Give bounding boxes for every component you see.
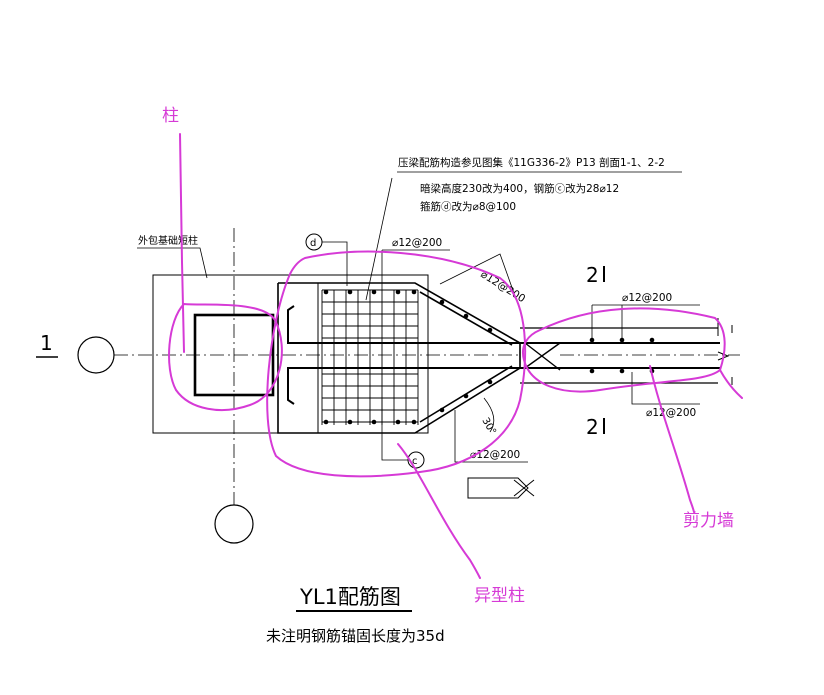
annotation-strokes <box>168 133 743 579</box>
leader-marker-d <box>322 241 348 286</box>
annotation-wall-tail <box>719 369 743 399</box>
annotation-stroke-wall <box>649 365 695 513</box>
beam-left-hook-top <box>287 305 296 344</box>
cross-bar-2 <box>524 342 561 369</box>
annotation-stroke-column <box>179 133 185 353</box>
rebar-label-top: ⌀12@200 <box>392 237 442 249</box>
annotation-label-column: 柱 <box>162 106 179 126</box>
rebar-dots <box>323 289 655 425</box>
rebar-label-bottom: ⌀12@200 <box>470 449 520 461</box>
leader-bottom-rebar <box>454 410 528 463</box>
label-outer-column: 外包基础短柱 <box>138 234 198 247</box>
section-2-bottom-label: 2 <box>586 415 599 439</box>
stirrup-grid <box>321 289 419 425</box>
note-line-3: 箍筋ⓓ改为⌀8@100 <box>420 200 516 213</box>
special-column-outline <box>277 282 521 434</box>
annotation-label-shear-wall: 剪力墙 <box>683 511 734 531</box>
axis-1-label: 1 <box>40 331 53 355</box>
note-line-1: 压梁配筋构造参见图集《11G336-2》P13 剖面1-1、2-2 <box>398 156 665 169</box>
marker-c-circle <box>407 451 425 469</box>
angle-arc <box>483 397 495 433</box>
pointer-sign-cross2 <box>513 479 535 497</box>
marker-c-label: c <box>412 456 418 467</box>
marker-d-circle <box>305 233 323 251</box>
diag-bar-top <box>419 291 513 346</box>
leader-note-to-grid <box>365 177 393 301</box>
rebar-label-diag: ⌀12@200 <box>478 268 527 305</box>
cad-linework <box>77 171 740 612</box>
leader-wall-bottom <box>631 372 700 405</box>
outer-column-leader <box>137 247 208 279</box>
drawing-title: YL1配筋图 <box>299 585 401 609</box>
axis-bubble-bottom <box>214 504 254 544</box>
leader-marker-c <box>381 400 408 461</box>
cross-bar-1 <box>524 342 561 371</box>
note-line-2: 暗梁高度230改为400，钢筋ⓒ改为28⌀12 <box>420 182 619 195</box>
annotation-loop-column <box>168 303 283 411</box>
beam-left-hook-bottom <box>287 367 296 405</box>
inner-column <box>193 313 275 397</box>
angle-label: 30° <box>479 416 497 437</box>
section-2-top-label: 2 <box>586 263 599 287</box>
annotation-loop-wall <box>522 307 726 393</box>
drawing-subtitle: 未注明钢筋锚固长度为35d <box>266 627 445 645</box>
rebar-label-wall-top: ⌀12@200 <box>622 292 672 304</box>
annotation-stroke-special-column <box>397 443 481 579</box>
annotation-loop-special-column <box>266 250 527 478</box>
marker-d-label: d <box>310 238 316 249</box>
rebar-label-wall-bottom: ⌀12@200 <box>646 407 696 419</box>
axis-bubble-1 <box>77 336 115 374</box>
pointer-sign <box>467 477 529 499</box>
annotation-label-special-column: 异型柱 <box>474 586 525 606</box>
